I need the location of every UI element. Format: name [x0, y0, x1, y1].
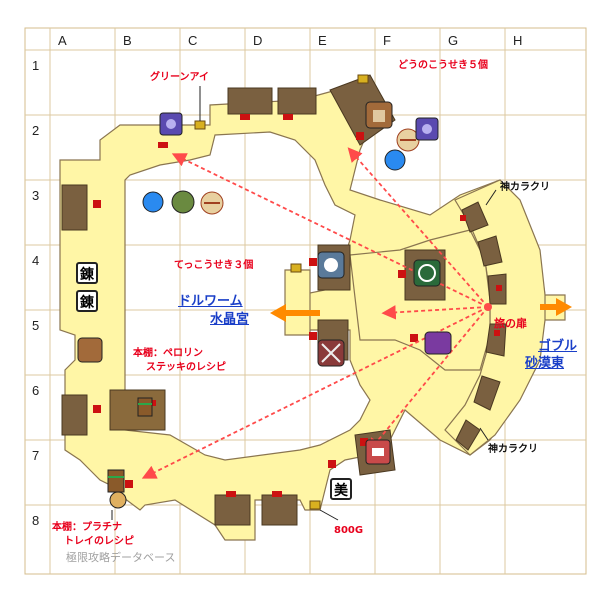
label-gold: 800G: [334, 525, 364, 536]
exit-link-dwarm-crystal-palace[interactable]: 水晶宮: [210, 312, 250, 327]
label-shelf-platinum: 本棚：プラチナ: [52, 522, 122, 533]
row-header-4: 4: [32, 253, 40, 268]
wood-shop-icon: [77, 337, 103, 363]
treasure-chest-icon: [290, 263, 302, 273]
label-travel-door: 旅の扉: [494, 317, 527, 330]
weapon-icon: [317, 339, 345, 367]
row-header-1: 1: [32, 58, 40, 73]
wood-shop-icon: [109, 491, 127, 509]
alchemy-mark-1: 錬: [76, 262, 98, 284]
row-header-7: 7: [32, 448, 40, 463]
label-copper-stone: どうのこうせき５個: [398, 60, 488, 71]
kaiju-icon: [365, 439, 391, 465]
label-green-eye: グリーンアイ: [150, 72, 209, 83]
exit-link-dwarm[interactable]: ドルワーム: [178, 294, 243, 309]
label-pointers: [111, 86, 497, 521]
exit-link-gobble-east-desert[interactable]: 砂漠東: [525, 356, 565, 371]
row-header-6: 6: [32, 383, 40, 398]
treasure-chest-icon: [357, 74, 369, 84]
label-iron-stone: てっこうせき３個: [174, 260, 254, 271]
doors: [93, 114, 502, 497]
label-shelf-platinum-recipe: トレイのレシピ: [64, 536, 134, 547]
magic-shop-icon: [415, 117, 439, 141]
row-header-2: 2: [32, 123, 40, 138]
treasure-chest-icon: [194, 120, 206, 130]
alchemy-mark-2: 錬: [76, 290, 98, 312]
column-header-d: D: [253, 33, 263, 48]
exit-arrows: [270, 298, 572, 322]
item-shop-icon: [159, 112, 183, 136]
label-shelf-perorin: 本棚：ペロリン: [133, 348, 203, 359]
bookshelf-icon: [107, 469, 125, 493]
column-header-e: E: [318, 33, 327, 48]
kaiju-icon: [317, 251, 345, 279]
blue-crystal-icon: [384, 149, 406, 171]
label-karakuri-bottom: 神カラクリ: [488, 444, 538, 455]
shop-icons: [77, 101, 452, 509]
label-karakuri-top: 神カラクリ: [500, 182, 550, 193]
item-shop-icon: [424, 331, 452, 355]
exit-link-gobble[interactable]: ゴブル: [538, 339, 578, 354]
column-header-b: B: [123, 33, 132, 48]
treasure-chest-icon: [309, 500, 321, 510]
column-header-a: A: [58, 33, 67, 48]
column-header-h: H: [513, 33, 523, 48]
church-icon: [413, 259, 441, 287]
column-header-g: G: [448, 33, 459, 48]
travel-door-marker[interactable]: [484, 303, 492, 311]
label-shelf-perorin-recipe: ステッキのレシピ: [146, 362, 226, 373]
scale-icon: [200, 191, 224, 215]
column-header-f: F: [383, 33, 391, 48]
row-header-8: 8: [32, 513, 40, 528]
bookshelf-icon: [137, 397, 153, 417]
column-header-c: C: [188, 33, 198, 48]
armor-shop-icon: [365, 101, 393, 129]
weapon-icon: [171, 190, 195, 214]
blue-crystal-icon: [142, 191, 164, 213]
watermark: 極限攻略データベース: [66, 551, 176, 564]
row-header-3: 3: [32, 188, 40, 203]
beauty-mark: 美: [330, 478, 352, 500]
row-header-5: 5: [32, 318, 40, 333]
